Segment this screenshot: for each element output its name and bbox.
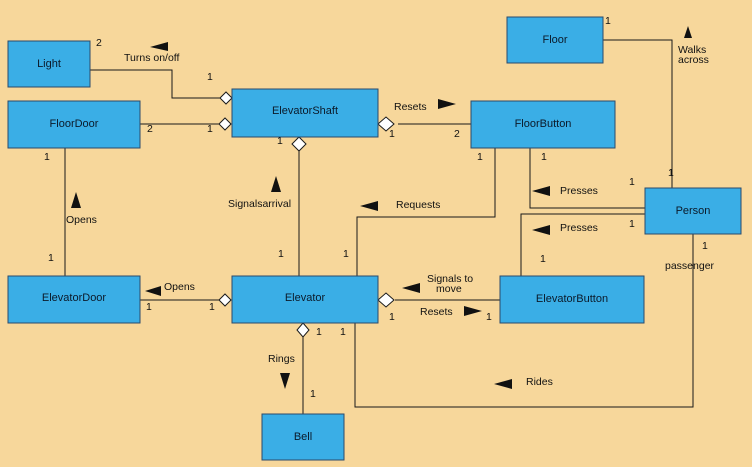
multiplicity: 1 xyxy=(278,248,284,260)
multiplicity: 1 xyxy=(389,311,395,323)
class-person[interactable]: Person xyxy=(644,187,742,235)
multiplicity: 1 xyxy=(146,301,152,313)
multiplicity: 1 xyxy=(486,311,492,323)
label-passenger: passenger xyxy=(665,260,715,272)
multiplicity: 2 xyxy=(454,128,460,140)
class-light-label: Light xyxy=(37,58,61,70)
multiplicity: 1 xyxy=(343,248,349,260)
multiplicity: 1 xyxy=(605,15,611,27)
aggregation-diamond xyxy=(219,91,233,105)
arrow-signalsarrival xyxy=(271,176,281,192)
edge-floorbutton-person xyxy=(529,148,645,209)
multiplicity: 1 xyxy=(541,151,547,163)
multiplicity: 1 xyxy=(668,167,674,179)
aggregation-diamond xyxy=(218,293,232,307)
multiplicity: 1 xyxy=(340,326,346,338)
label-presses2: Presses xyxy=(560,222,598,234)
class-floorbutton-label: FloorButton xyxy=(515,118,572,130)
class-elevatorbutton[interactable]: ElevatorButton xyxy=(499,275,645,324)
label-walks: Walks xyxy=(678,44,706,56)
multiplicity: 1 xyxy=(540,253,546,265)
multiplicity: 2 xyxy=(96,37,102,49)
multiplicity: 1 xyxy=(207,71,213,83)
class-floordoor-label: FloorDoor xyxy=(50,118,99,130)
arrow-signals-to-move xyxy=(402,283,420,293)
arrow-resets-top xyxy=(438,99,456,109)
multiplicity: 1 xyxy=(316,326,322,338)
class-bell-label: Bell xyxy=(294,431,312,443)
class-elevator[interactable]: Elevator xyxy=(231,275,379,324)
multiplicity: 1 xyxy=(207,123,213,135)
class-bell[interactable]: Bell xyxy=(261,413,345,461)
arrow-presses2 xyxy=(532,225,550,235)
class-elevatorbutton-label: ElevatorButton xyxy=(536,293,608,305)
multiplicity: 1 xyxy=(48,252,54,264)
multiplicity: 1 xyxy=(310,388,316,400)
label-opens-vert: Opens xyxy=(66,214,97,226)
class-person-label: Person xyxy=(676,205,711,217)
multiplicity: 1 xyxy=(629,176,635,188)
class-elevatordoor-label: ElevatorDoor xyxy=(42,292,107,304)
label-opens-horiz: Opens xyxy=(164,281,195,293)
edge-person-elevatorbutton xyxy=(520,213,645,276)
label-resets-bottom: Resets xyxy=(420,306,453,318)
label-resets-top: Resets xyxy=(394,101,427,113)
aggregation-diamond xyxy=(377,292,395,308)
edge-elevator-person xyxy=(354,234,694,408)
arrow-presses1 xyxy=(532,186,550,196)
label-requests: Requests xyxy=(396,199,440,211)
aggregation-diamond xyxy=(296,322,310,338)
aggregation-diamond xyxy=(377,116,395,132)
arrow-resets-bottom xyxy=(464,306,482,316)
arrow-rings xyxy=(280,373,290,389)
class-floorbutton[interactable]: FloorButton xyxy=(470,100,616,149)
multiplicity: 1 xyxy=(389,128,395,140)
label-rings: Rings xyxy=(268,353,295,365)
class-elevator-label: Elevator xyxy=(285,292,326,304)
label-turns-onoff: Turns on/off xyxy=(124,52,180,64)
label-rides: Rides xyxy=(526,376,553,388)
multiplicity: 1 xyxy=(209,301,215,313)
class-elevatorshaft[interactable]: ElevatorShaft xyxy=(231,88,379,138)
arrow-rides xyxy=(494,379,512,389)
label-signals-to: Signals to xyxy=(427,273,473,285)
multiplicity: 1 xyxy=(477,151,483,163)
aggregation-diamond xyxy=(291,136,307,152)
class-light[interactable]: Light xyxy=(7,40,91,88)
label-move: move xyxy=(436,283,462,295)
multiplicity: 2 xyxy=(147,123,153,135)
multiplicity: 1 xyxy=(702,240,708,252)
arrow-opens-horiz xyxy=(145,286,161,296)
arrow-walks-across xyxy=(684,26,692,38)
class-floor[interactable]: Floor xyxy=(506,16,604,64)
arrow-turns-onoff xyxy=(150,42,168,51)
arrow-opens-vert xyxy=(71,192,81,208)
edge-floorbutton-elevator xyxy=(356,148,496,276)
edge-floor-person xyxy=(603,39,673,188)
edge-light-shaft xyxy=(90,69,220,99)
class-elevatordoor[interactable]: ElevatorDoor xyxy=(7,275,141,324)
multiplicity: 1 xyxy=(44,151,50,163)
arrow-requests xyxy=(360,201,378,211)
label-presses1: Presses xyxy=(560,185,598,197)
label-across: across xyxy=(678,54,709,66)
label-signalsarrival: Signalsarrival xyxy=(228,198,291,210)
aggregation-diamond xyxy=(218,117,232,131)
class-floor-label: Floor xyxy=(542,34,567,46)
class-elevatorshaft-label: ElevatorShaft xyxy=(272,105,338,117)
class-floordoor[interactable]: FloorDoor xyxy=(7,100,141,149)
multiplicity: 1 xyxy=(277,135,283,147)
multiplicity: 1 xyxy=(629,218,635,230)
